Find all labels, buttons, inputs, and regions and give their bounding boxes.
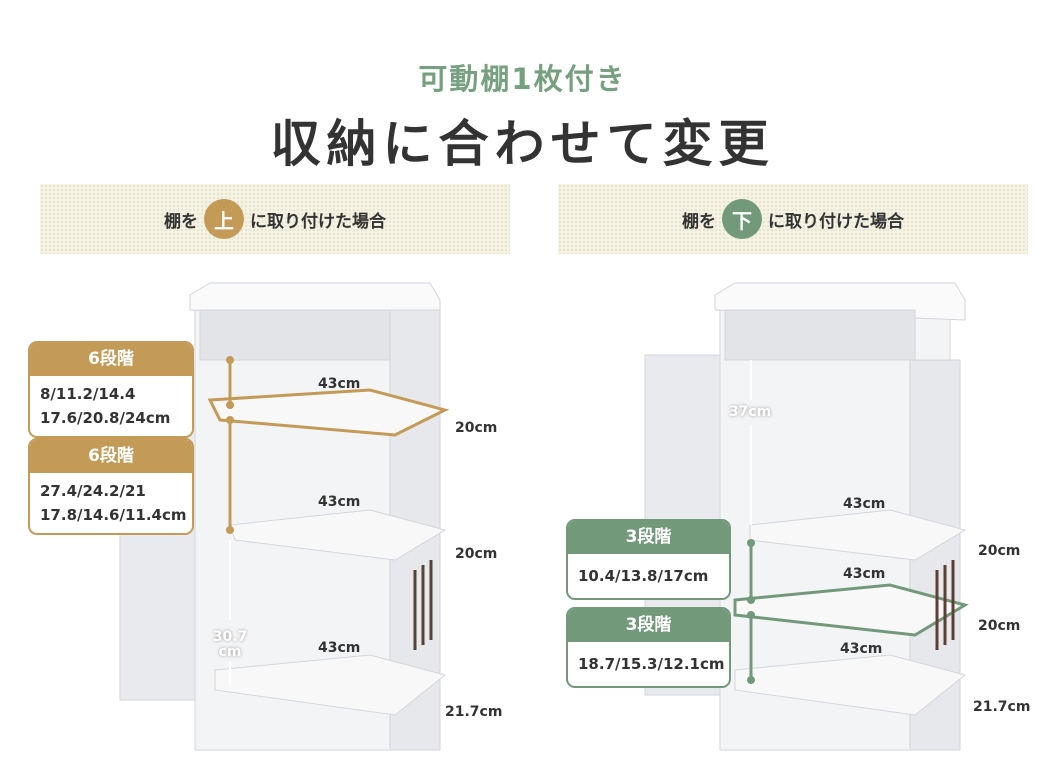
banner-pre: 棚を (164, 211, 198, 232)
banner-right: 棚を 下 に取り付けた場合 (558, 184, 1028, 254)
banner-mark: 下 (722, 199, 762, 239)
right-height: 37cm (728, 404, 772, 420)
left-width-2: 43cm (318, 494, 361, 510)
banner-post: に取り付けた場合 (768, 211, 904, 232)
page-title: 収納に合わせて変更 (270, 115, 775, 173)
right-depth-1: 20cm (978, 543, 1021, 559)
left-width-3: 43cm (318, 640, 361, 656)
left-depth-1: 20cm (455, 420, 498, 436)
left-tag-lower: 6段階 27.4/24.2/21 17.8/14.6/11.4cm (28, 438, 194, 535)
tag-head: 3段階 (568, 609, 729, 642)
banner-mark: 上 (204, 199, 244, 239)
left-width-1: 43cm (318, 376, 361, 392)
tag-head: 6段階 (30, 343, 192, 376)
banner-pre: 棚を (682, 211, 716, 232)
subtitle: 可動棚1枚付き (418, 62, 627, 96)
tag-line: 18.7/15.3/12.1cm (578, 655, 725, 673)
left-cabinet (119, 282, 450, 751)
banner-left: 棚を 上 に取り付けた場合 (40, 184, 510, 254)
tag-head: 6段階 (30, 440, 192, 473)
tag-line: 17.6/20.8/24cm (40, 409, 171, 427)
right-tag-lower: 3段階 18.7/15.3/12.1cm (566, 607, 731, 688)
right-depth-3: 21.7cm (973, 699, 1031, 715)
tag-line: 8/11.2/14.4 (40, 385, 136, 403)
right-width-2: 43cm (843, 566, 886, 582)
left-tag-upper: 6段階 8/11.2/14.4 17.6/20.8/24cm (28, 341, 194, 438)
right-width-1: 43cm (843, 496, 886, 512)
right-width-3: 43cm (840, 641, 883, 657)
left-depth-3: 21.7cm (445, 704, 503, 720)
right-depth-2: 20cm (978, 618, 1021, 634)
tag-line: 27.4/24.2/21 (40, 482, 146, 500)
banner-post: に取り付けた場合 (250, 211, 386, 232)
tag-line: 10.4/13.8/17cm (578, 567, 709, 585)
tag-line: 17.8/14.6/11.4cm (40, 506, 187, 524)
tag-head: 3段階 (568, 521, 729, 554)
right-tag-upper: 3段階 10.4/13.8/17cm (566, 519, 731, 600)
left-depth-2: 20cm (455, 546, 498, 562)
